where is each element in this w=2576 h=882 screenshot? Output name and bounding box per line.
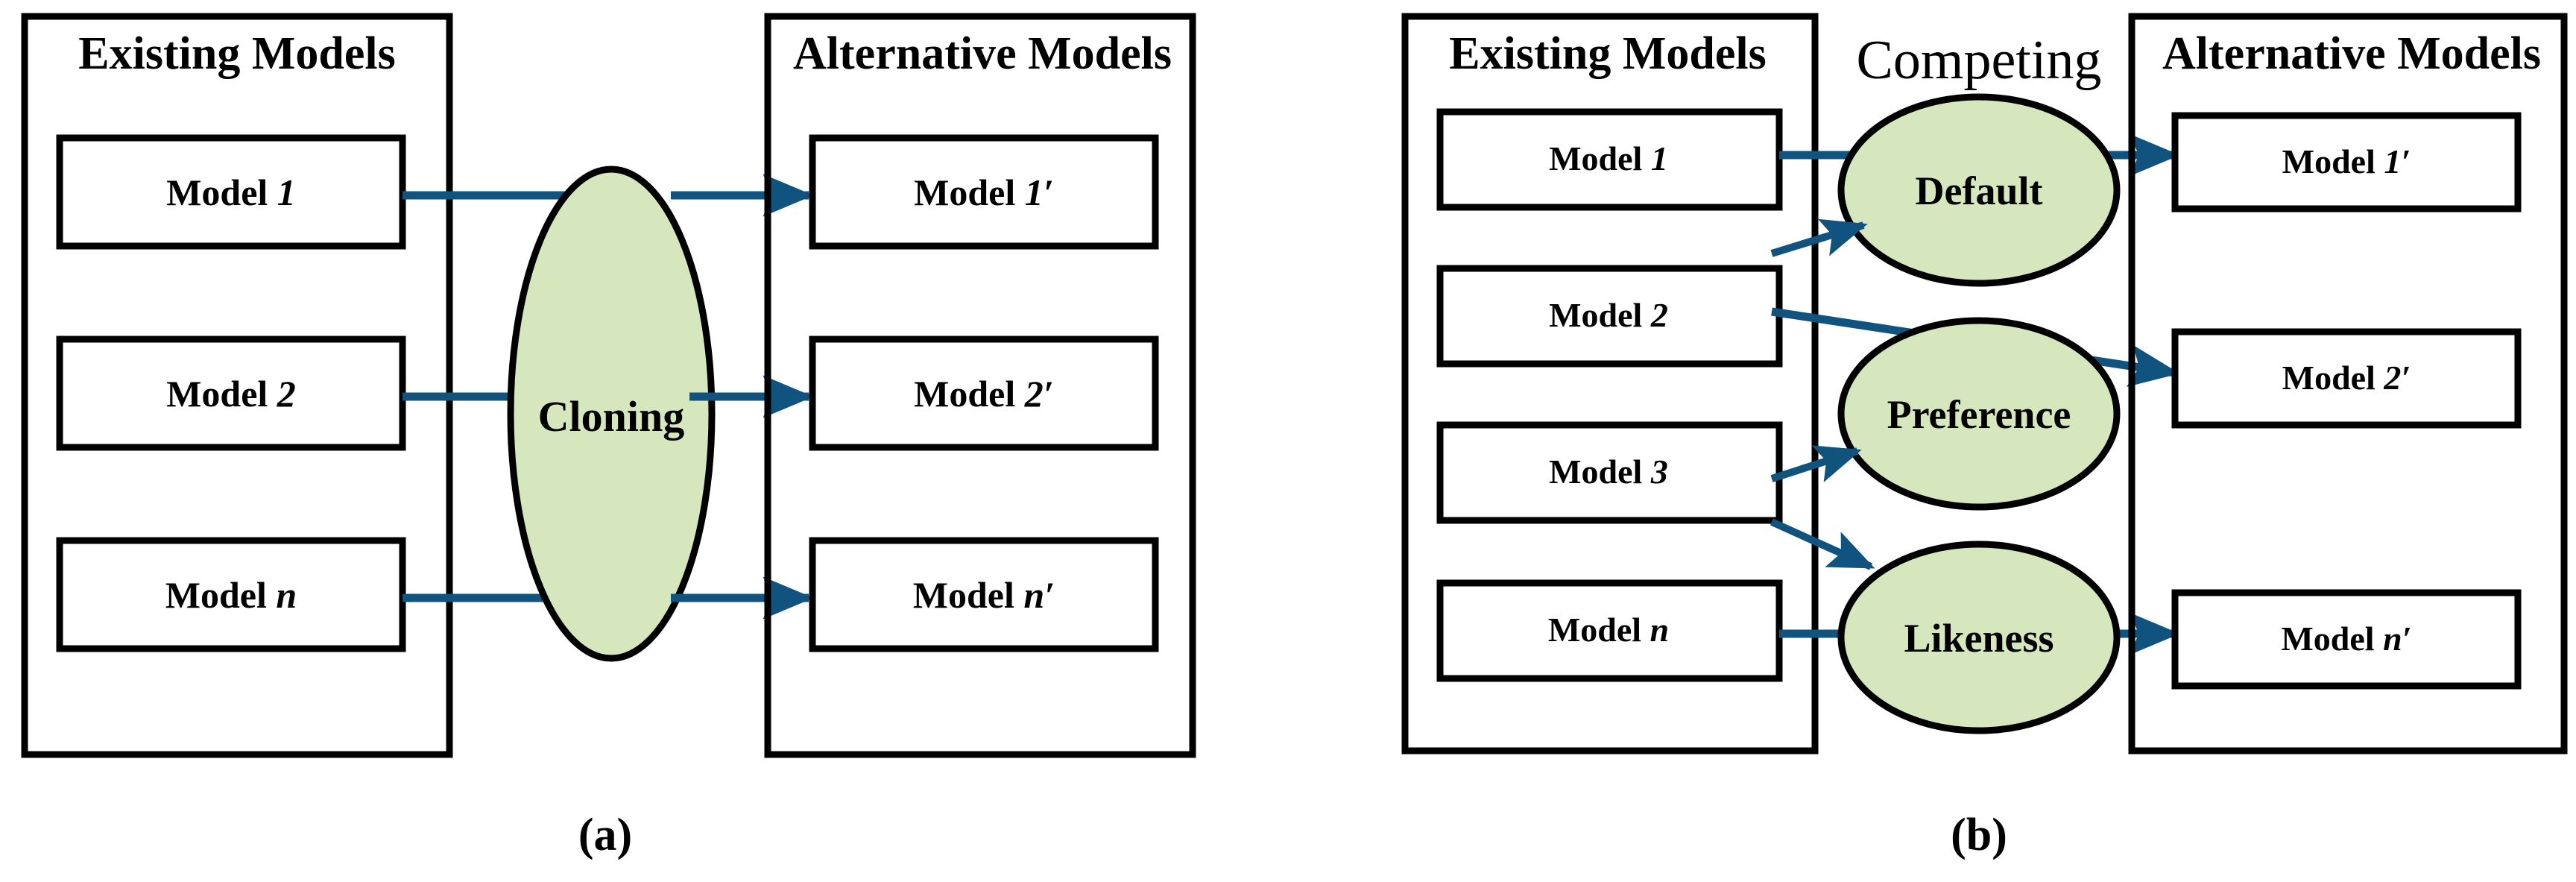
panel-b-connector-model3-to-likeness (1770, 518, 1875, 570)
model-prefix: Model (2282, 359, 2384, 397)
model-symbol: n (1650, 611, 1670, 649)
model-prefix: Model (1549, 453, 1651, 491)
panel-b-existing-label-1: Model 1 (1549, 139, 1668, 177)
panel-b-connector-model3-to-preference (1770, 445, 1862, 482)
model-symbol: 1′ (1025, 171, 1054, 213)
model-symbol: 1 (1651, 139, 1668, 177)
panel-b-alternative-container (2128, 13, 2568, 755)
panel-b-existing-box-4[interactable] (1436, 579, 1783, 682)
model-prefix: Model (913, 574, 1024, 616)
panel-b-alternative-box-1[interactable] (2171, 112, 2522, 212)
panel-a-existing-box-1[interactable] (56, 134, 406, 250)
panel-a-existing-label-2: Model 2 (166, 373, 296, 415)
panel-b-alternative-box-3[interactable] (2171, 589, 2522, 690)
panel-b-existing-title: Existing Models (1449, 28, 1766, 79)
panel-b-connector-model2-to-default (1770, 218, 1868, 257)
panel-b-process-title: Competing (1857, 30, 2102, 91)
panel-b-process-label-default: Default (1916, 168, 2043, 213)
panel-a-alternative-label-2: Model 2′ (914, 373, 1054, 415)
panel-a-existing-box-2[interactable] (56, 336, 406, 451)
panel-a-existing-title: Existing Models (78, 28, 395, 79)
panel-a-caption: (a) (578, 810, 632, 860)
model-prefix: Model (1548, 611, 1650, 649)
panel-b-existing-box-1[interactable] (1436, 108, 1783, 211)
panel-b-existing-label-4: Model n (1548, 611, 1669, 649)
panel-a-alternative-box-3[interactable] (809, 537, 1159, 652)
panel-a: Existing Models Model 1 Model 2 Model n … (21, 13, 1196, 860)
model-symbol: 1′ (2384, 142, 2411, 180)
panel-a-process-ellipse-cloning[interactable] (507, 166, 716, 662)
model-prefix: Model (165, 574, 277, 616)
panel-b-existing-label-2: Model 2 (1549, 296, 1668, 334)
panel-a-alternative-label-3: Model n′ (913, 574, 1055, 616)
model-symbol: n (276, 574, 297, 616)
model-prefix: Model (914, 373, 1025, 415)
panel-b-process-ellipse-default[interactable] (1837, 93, 2121, 287)
panel-b-alternative-label-1: Model 1′ (2282, 142, 2411, 180)
panel-a-existing-label-3: Model n (165, 574, 297, 616)
panel-b-existing-label-3: Model 3 (1549, 453, 1668, 491)
panel-a-process-label-cloning: Cloning (538, 392, 685, 441)
model-prefix: Model (166, 373, 277, 415)
panel-b: Existing Models Model 1 Model 2 Model 3 … (1401, 13, 2568, 860)
panel-a-alternative-container (764, 13, 1196, 758)
model-prefix: Model (1549, 296, 1651, 334)
panel-b-process-ellipse-likeness[interactable] (1837, 541, 2121, 734)
panel-b-process-ellipse-preference[interactable] (1837, 317, 2121, 511)
model-symbol: 2′ (2383, 359, 2411, 397)
panel-b-process-label-likeness: Likeness (1904, 616, 2053, 661)
panel-a-existing-container (21, 13, 453, 758)
model-prefix: Model (2281, 620, 2383, 658)
model-symbol: 2′ (1024, 373, 1054, 415)
model-symbol: 2 (277, 373, 296, 415)
panel-b-process-label-preference: Preference (1887, 392, 2071, 437)
panel-a-existing-label-1: Model 1 (166, 171, 296, 213)
panel-b-alternative-label-3: Model n′ (2281, 620, 2411, 658)
model-prefix: Model (2282, 142, 2384, 180)
model-prefix: Model (1549, 139, 1651, 177)
model-symbol: 2 (1650, 296, 1668, 334)
panel-a-alternative-label-1: Model 1′ (914, 171, 1054, 213)
panel-b-caption: (b) (1951, 810, 2007, 860)
model-symbol: 3 (1650, 453, 1668, 491)
panel-a-alternative-title: Alternative Models (793, 28, 1172, 79)
panel-b-existing-container (1401, 13, 1819, 755)
model-symbol: 1 (277, 171, 296, 213)
panel-b-alternative-box-2[interactable] (2171, 328, 2522, 429)
panel-b-alternative-title: Alternative Models (2162, 28, 2541, 79)
panel-a-alternative-box-1[interactable] (809, 134, 1159, 250)
panel-b-existing-box-3[interactable] (1436, 421, 1783, 524)
model-symbol: n′ (2383, 620, 2412, 658)
panel-b-alternative-label-2: Model 2′ (2282, 359, 2411, 397)
panel-a-alternative-box-2[interactable] (809, 336, 1159, 451)
model-symbol: n′ (1023, 574, 1055, 616)
model-prefix: Model (914, 171, 1025, 213)
model-prefix: Model (166, 171, 277, 213)
